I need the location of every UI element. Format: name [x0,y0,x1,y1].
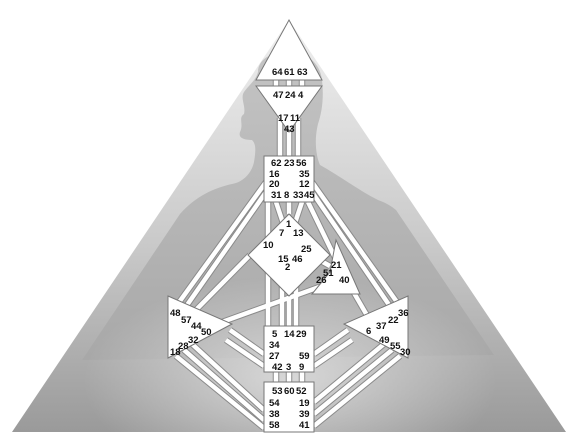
spleen-center [167,295,234,359]
gate-label: 33 [293,190,304,201]
heart-center [310,238,361,295]
gate-label: 3 [286,362,291,373]
channel-line [182,348,266,422]
gate-label: 43 [284,124,295,135]
channel-line [312,328,350,356]
channel-line [310,180,406,314]
gate-label: 36 [398,308,409,319]
gate-label: 64 [272,67,283,78]
gate-label: 11 [290,113,301,124]
gate-label: 38 [269,409,280,420]
gate-label: 46 [292,254,303,265]
channel-line [310,190,400,320]
gate-label: 28 [178,341,189,352]
g-center [247,213,331,297]
channel-line [190,342,266,412]
gate-label: 18 [170,347,181,358]
gate-label: 41 [299,420,310,431]
channel-line [228,328,266,356]
channels [169,80,407,431]
channel-line [224,338,266,368]
channel-line [312,338,354,368]
gate-label: 17 [278,113,289,124]
gate-label: 50 [201,327,212,338]
gate-label: 35 [299,169,310,180]
gate-label: 44 [191,321,202,332]
sacral-center [263,325,315,373]
gate-label: 10 [263,240,274,251]
gate-label: 31 [271,190,282,201]
gate-label: 37 [376,321,387,332]
gate-label: 22 [388,315,399,326]
gate-label: 49 [379,335,390,346]
gate-label: 21 [331,260,342,271]
gate-label: 52 [296,386,307,397]
gate-label: 29 [296,329,307,340]
gate-label: 61 [284,67,295,78]
gate-label: 27 [269,351,280,362]
ajna-center [255,85,323,133]
gate-label: 57 [181,315,192,326]
gate-label: 40 [339,275,350,286]
gate-label: 23 [284,158,295,169]
gate-label: 12 [299,179,310,190]
gate-label: 6 [366,326,371,337]
channel-line [174,354,266,430]
solar-plexus-center [342,295,409,359]
gate-label: 19 [299,398,310,409]
gate-label: 56 [296,158,307,169]
gate-label: 1 [286,219,292,230]
gate-label: 2 [285,262,290,273]
gate-label: 59 [299,351,310,362]
gate-label: 45 [304,190,315,201]
head-center [255,18,323,81]
gate-label: 15 [278,254,289,265]
gate-label: 42 [272,362,283,373]
gate-label: 13 [293,228,304,239]
gate-label: 8 [284,190,289,201]
channel-line [186,253,252,320]
gate-label: 39 [299,409,310,420]
gate-labels: 64 61 63 47 24 4 17 11 43 62 23 56 16 35… [170,67,411,431]
channel-line [170,180,268,314]
gate-label: 5 [272,329,278,340]
gate-label: 60 [284,386,295,397]
channel-line [176,190,268,320]
root-center [263,381,315,433]
gate-label: 4 [298,90,304,101]
gate-label: 34 [269,340,280,351]
gate-label: 51 [323,268,334,279]
channel-line [312,354,402,428]
gate-label: 25 [301,244,312,255]
throat-center [263,155,315,203]
gate-label: 54 [269,398,280,409]
gate-label: 24 [285,90,296,101]
gate-label: 16 [269,169,280,180]
gate-label: 32 [188,335,199,346]
gate-label: 7 [279,228,284,239]
gate-label: 48 [170,308,181,319]
gate-label: 62 [271,158,282,169]
channel-line [312,348,394,416]
gate-label: 14 [284,329,295,340]
gate-label: 53 [272,386,283,397]
gate-label: 20 [269,179,280,190]
gate-label: 63 [297,67,308,78]
channel-line [312,342,386,404]
gate-label: 55 [390,341,401,352]
gate-label: 26 [316,275,327,286]
gate-label: 9 [299,362,304,373]
gate-label: 58 [269,420,280,431]
gate-label: 47 [273,90,284,101]
gate-label: 30 [400,347,411,358]
